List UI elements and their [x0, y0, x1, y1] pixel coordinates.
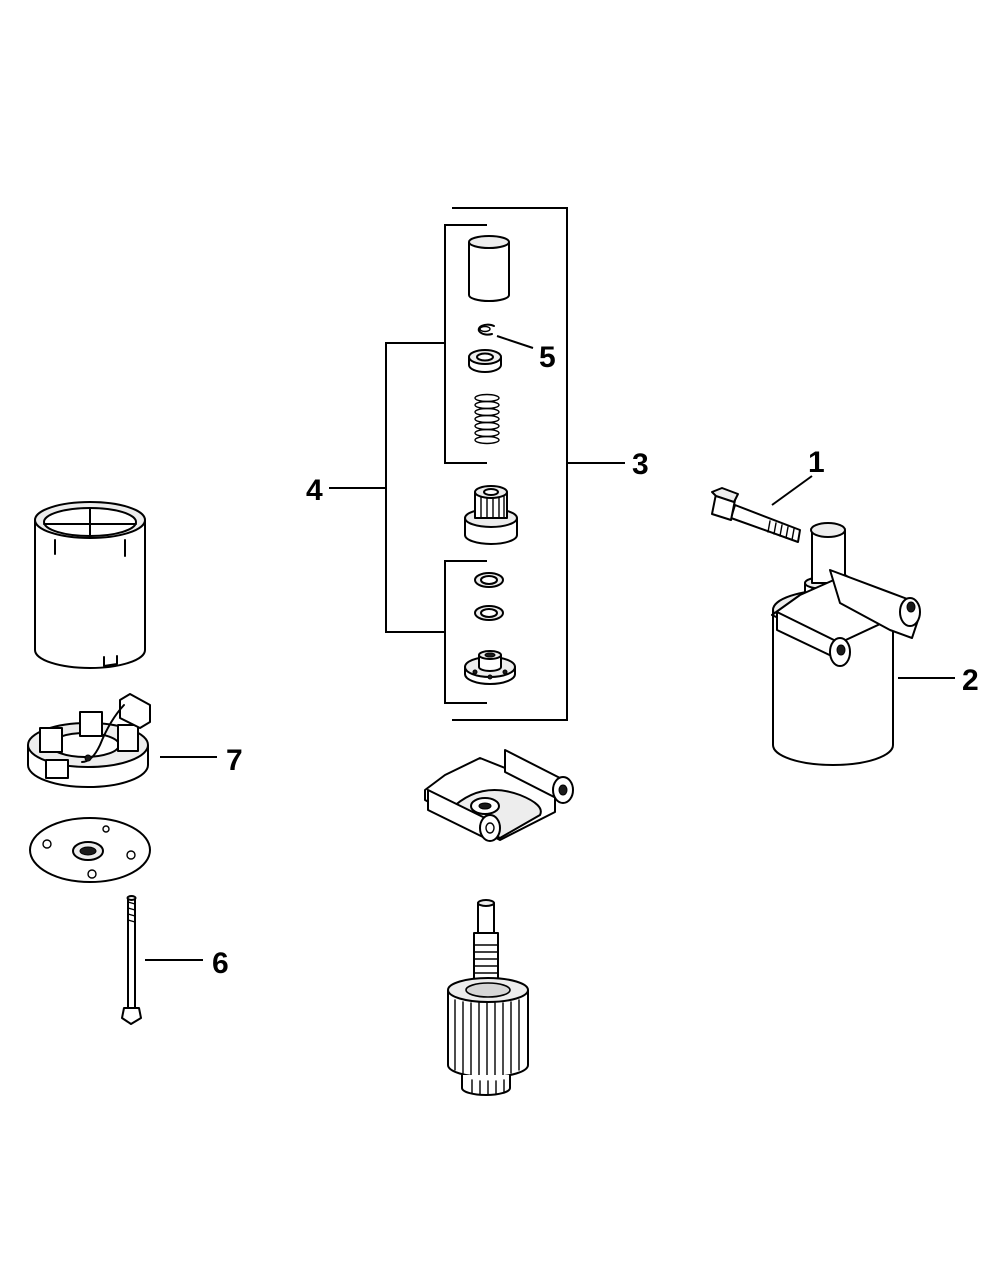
- drive-nut: [464, 650, 516, 685]
- end-plate: [29, 817, 151, 883]
- brush-holder: [27, 693, 151, 788]
- armature-laminations: [454, 999, 520, 1078]
- starter-motor: [771, 522, 921, 766]
- callout-4: 4: [306, 474, 323, 507]
- callout-labels: 1 2 3 4 5 6 7: [212, 341, 979, 980]
- callout-3: 3: [632, 448, 649, 481]
- thrust-washer-upper: [474, 572, 504, 588]
- bracket-upper-subgroup: [444, 224, 487, 464]
- bracket-lower-subgroup: [444, 560, 487, 704]
- drive-end-cap: [424, 749, 574, 842]
- anti-drift-spring: [474, 393, 500, 445]
- stop-collar: [468, 349, 502, 373]
- drive-pinion: [464, 485, 518, 545]
- callout-2: 2: [962, 664, 979, 697]
- callout-6: 6: [212, 947, 229, 980]
- retaining-ring: [477, 323, 495, 336]
- callout-5: 5: [539, 341, 556, 374]
- thrust-washer-lower: [474, 605, 504, 621]
- mounting-bolt: [711, 487, 801, 543]
- callout-1: 1: [808, 446, 825, 479]
- callout-7: 7: [226, 744, 243, 777]
- leader-lines: [145, 335, 955, 961]
- field-frame: [34, 501, 146, 669]
- drive-sleeve: [468, 235, 510, 302]
- armature: [447, 899, 529, 1096]
- bracket-3: [452, 207, 625, 721]
- bracket-4: [329, 342, 445, 633]
- through-bolt: [121, 895, 142, 1025]
